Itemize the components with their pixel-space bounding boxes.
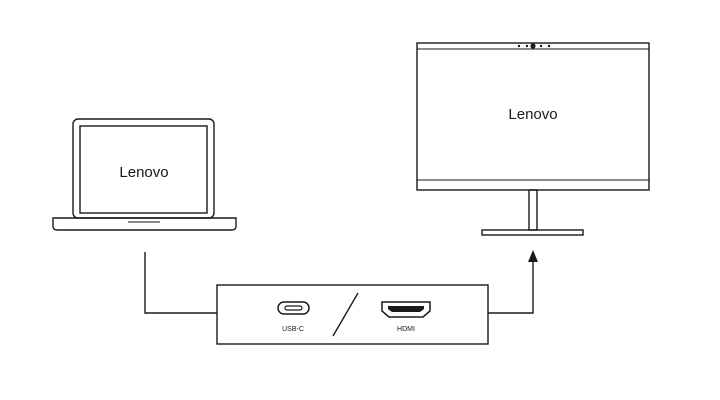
laptop-screen-display xyxy=(79,125,208,214)
monitor-brand-logo: Lenovo xyxy=(508,106,557,123)
monitor xyxy=(416,42,650,236)
adapter-divider xyxy=(332,292,359,337)
arrow-up-icon xyxy=(528,250,538,262)
cables xyxy=(144,252,534,314)
laptop-base xyxy=(52,217,237,231)
adapter xyxy=(216,284,489,345)
laptop xyxy=(52,118,237,231)
adapter-body xyxy=(216,284,489,345)
monitor-stand-base xyxy=(481,229,584,236)
hdmi-port-label: HDMI xyxy=(397,326,415,333)
hdmi-port-icon xyxy=(381,301,431,318)
monitor-stand-neck xyxy=(528,189,538,231)
usb-c-port-label: USB-C xyxy=(282,326,304,333)
laptop-to-adapter-cable xyxy=(144,252,217,314)
webcam-icon xyxy=(517,43,551,49)
laptop-brand-logo: Lenovo xyxy=(119,164,168,181)
usb-c-port-icon xyxy=(277,301,310,315)
adapter-to-monitor-cable xyxy=(488,262,534,314)
